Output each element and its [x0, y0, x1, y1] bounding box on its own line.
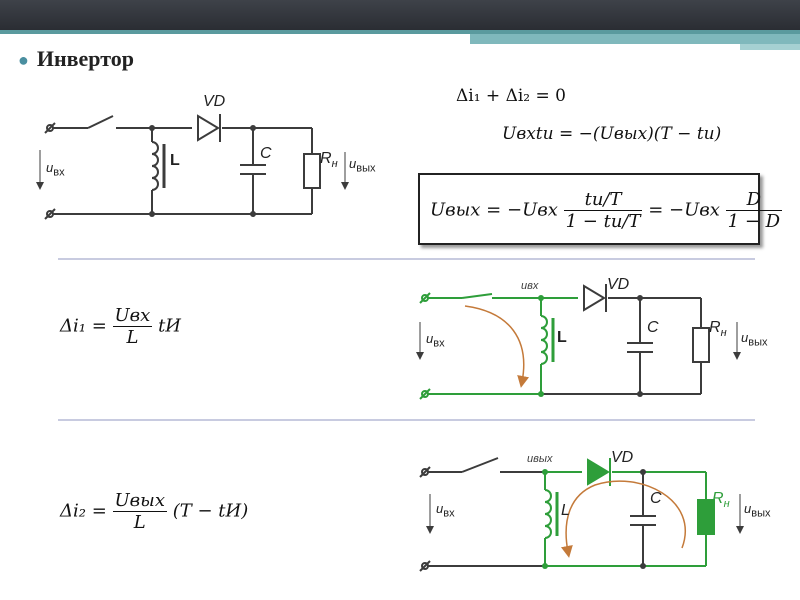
title-bar [0, 0, 800, 30]
equation-di1: Δi₁ = Uвх L tИ [60, 305, 181, 348]
u-in-label: uвх [426, 331, 445, 350]
capacitor-label: C [647, 319, 659, 336]
circuit-2-dots [538, 295, 643, 397]
decor-stripe [740, 44, 800, 50]
inductor-label: L [561, 502, 570, 519]
inductor-coil [544, 489, 552, 539]
slide-title: ●Инвертор [18, 46, 135, 71]
switch-closed [461, 293, 493, 299]
diode-label: VD [607, 276, 630, 293]
decor-stripe [0, 30, 800, 34]
capacitor-label: C [260, 145, 272, 162]
current-path-arrow [464, 305, 530, 388]
diode-symbol [587, 458, 610, 486]
equation-result: Uвых = −Uвх tи/T 1 − tи/T = −Uвх D 1 − D [430, 189, 783, 232]
diode-label: VD [611, 449, 634, 466]
separator-line [58, 419, 755, 421]
capacitor-label: C [650, 490, 662, 507]
resistor [692, 327, 710, 363]
switch [87, 115, 114, 129]
terminals [44, 122, 56, 220]
result-box: Uвых = −Uвх tи/T 1 − tи/T = −Uвх D 1 − D [418, 173, 783, 245]
inductor-coil [540, 315, 548, 365]
diode-label: VD [203, 93, 226, 110]
circuit-1 [36, 114, 349, 215]
terminals [419, 466, 431, 572]
u-in-switch-label: uвх [521, 280, 539, 292]
u-out-label: uвых [741, 330, 768, 349]
circuit-3 [426, 457, 744, 567]
equation-di2: Δi₂ = Uвых L (T − tИ) [60, 490, 249, 533]
terminals [419, 292, 431, 400]
u-out-label: uвых [744, 501, 771, 520]
decor-stripe [470, 34, 800, 44]
bullet-icon: ● [18, 50, 29, 70]
resistor [303, 153, 321, 189]
u-in-label: uвх [436, 501, 455, 520]
diode-symbol [583, 284, 606, 312]
equation-sum: Δi₁ + Δi₂ = 0 [456, 86, 566, 106]
inductor-label: L [557, 329, 567, 346]
current-path-arrow [560, 480, 686, 558]
resistor-label: Rн [712, 490, 730, 511]
separator-line [58, 258, 755, 260]
u-in-label: uвх [46, 160, 65, 179]
diode-symbol [197, 114, 220, 142]
resistor-label: Rн [709, 319, 727, 340]
switch-open [461, 457, 499, 473]
u-out-label: uвых [349, 156, 376, 175]
inductor-coil [151, 141, 159, 191]
equation-balance: Uвхtи = −(Uвых)(T − tи) [502, 124, 722, 144]
resistor-label: Rн [320, 150, 338, 171]
circuit-2 [416, 284, 741, 395]
inductor-label: L [170, 152, 180, 169]
u-out-switch-label: uвых [527, 453, 553, 465]
circuit-1-dots [149, 125, 256, 217]
circuit-3-dots [542, 469, 646, 569]
